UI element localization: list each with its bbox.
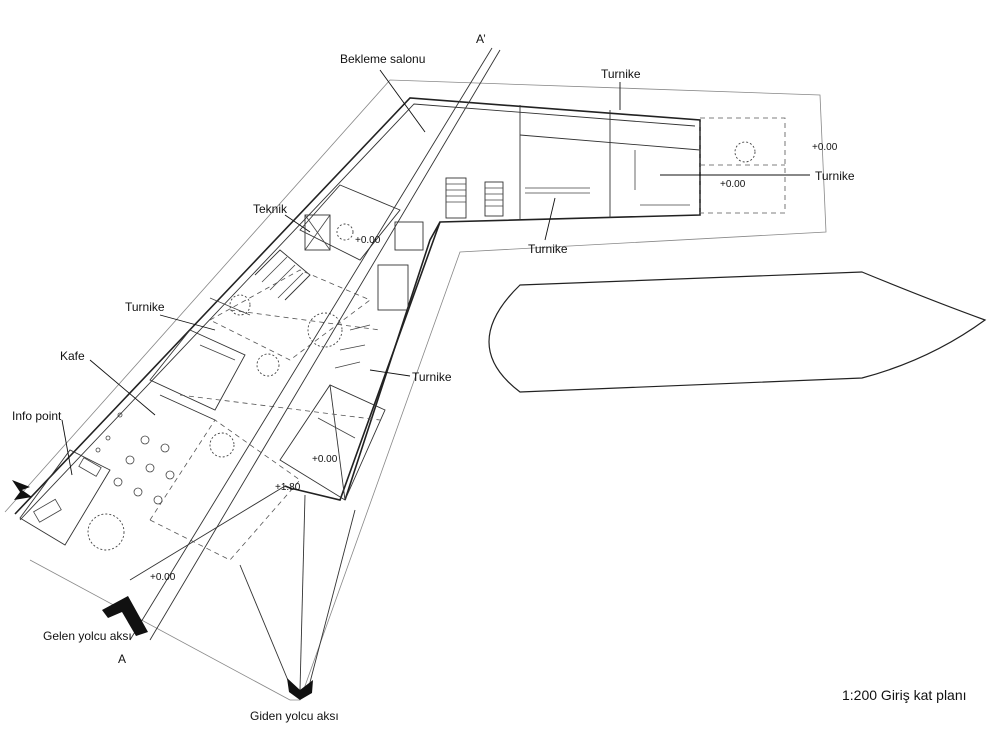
label-turnike-right: Turnike xyxy=(815,169,855,183)
chevron-arrow-icon xyxy=(12,480,313,700)
label-teknik: Teknik xyxy=(253,202,288,216)
label-giden-yolcu-aksi: Giden yolcu aksı xyxy=(250,709,339,723)
label-kafe: Kafe xyxy=(60,349,85,363)
ship-outline xyxy=(488,271,987,393)
label-section-a-prime: A’ xyxy=(476,32,486,46)
level-marker-technical: +0.00 xyxy=(355,235,381,246)
label-turnike-center: Turnike xyxy=(528,242,568,256)
technical-block xyxy=(299,184,424,311)
label-gelen-yolcu-aksi: Gelen yolcu aksı xyxy=(43,629,132,643)
level-marker-south: +0.00 xyxy=(312,454,338,465)
level-marker-ramp: +1.80 xyxy=(275,482,301,493)
tree-icon xyxy=(87,141,756,551)
plan-title: 1:200 Giriş kat planı xyxy=(842,687,967,703)
info-point-desk xyxy=(19,449,111,546)
label-turnike-top: Turnike xyxy=(601,67,641,81)
label-info-point: Info point xyxy=(12,409,62,423)
label-section-a: A xyxy=(118,652,126,666)
label-turnike-left: Turnike xyxy=(125,300,165,314)
interior-zones xyxy=(149,269,386,561)
level-marker-hall: +0.00 xyxy=(720,179,746,190)
level-marker-east: +0.00 xyxy=(812,142,838,153)
waiting-hall xyxy=(519,105,786,220)
building-outline xyxy=(14,97,701,581)
section-line xyxy=(129,47,501,641)
departure-axis xyxy=(239,494,356,691)
level-marker-entrance: +0.00 xyxy=(150,572,176,583)
label-bekleme-salonu: Bekleme salonu xyxy=(340,52,425,66)
label-turnike-lower: Turnike xyxy=(412,370,452,384)
table-icon xyxy=(95,412,175,505)
stair-icon xyxy=(254,177,504,301)
leader-lines xyxy=(61,69,810,476)
